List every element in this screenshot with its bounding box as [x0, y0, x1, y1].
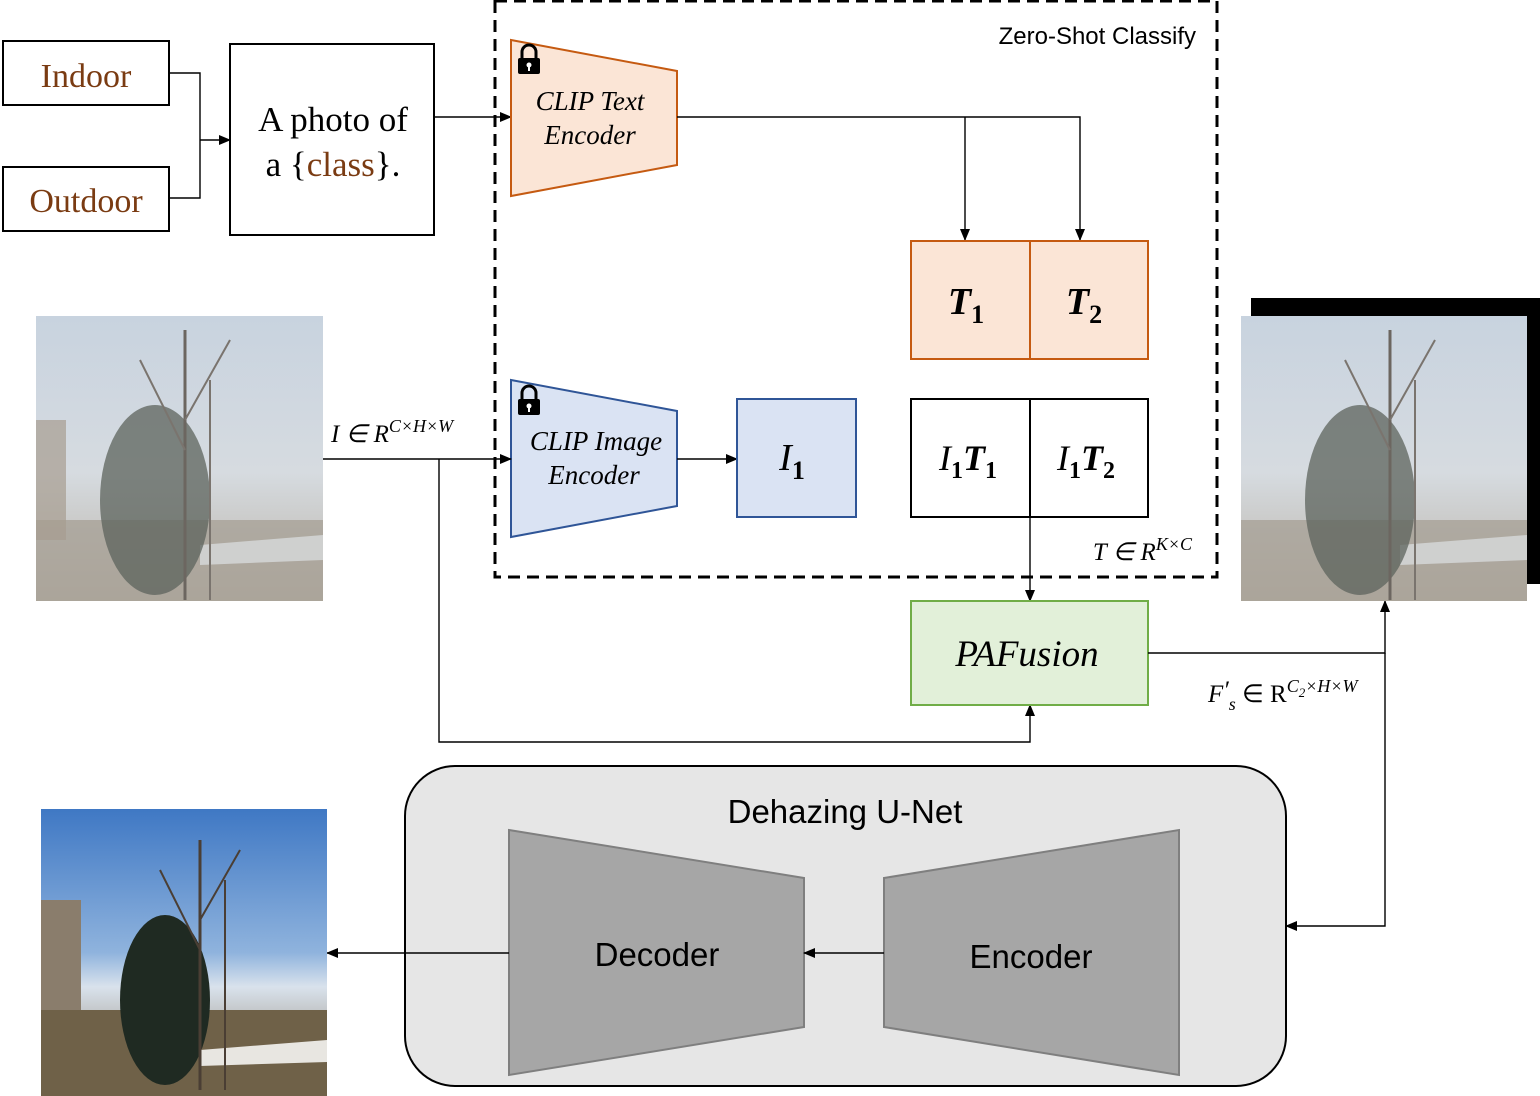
text-encoder-label-line2: Encoder: [543, 120, 636, 150]
class-box-outdoor: Outdoor: [2, 166, 170, 232]
prompt-template-box: A photo of a {class}.: [229, 43, 435, 236]
decoder-label: Decoder: [595, 936, 720, 973]
unet-title: Dehazing U-Net: [728, 793, 963, 830]
image-encoder-label-line2: Encoder: [547, 460, 640, 490]
text-feature-t1: T1: [910, 240, 1031, 360]
clip-image-encoder: CLIP Image Encoder: [510, 378, 678, 539]
class-merge-connector: [169, 72, 201, 199]
t-dimension-label: T ∈ RK×C: [1093, 534, 1193, 566]
input-dimension-label: I ∈ RC×H×W: [330, 416, 455, 448]
pafusion-label: PAFusion: [954, 634, 1098, 675]
class-label-outdoor: Outdoor: [29, 183, 143, 220]
svg-text:I1T1: I1T1: [938, 438, 997, 484]
image-feature-i1: I1: [736, 398, 857, 518]
prompt-line-2: a {class}.: [266, 145, 401, 184]
zero-shot-region: [493, 0, 1219, 579]
unet-encoder: Encoder: [883, 828, 1180, 1077]
text-encoder-label-line1: CLIP Text: [536, 86, 646, 116]
fusion-to-feature-arrow: [1148, 600, 1390, 654]
prompt-line-1: A photo of: [258, 100, 408, 139]
input-to-fusion-arrow: [438, 459, 1035, 743]
prompt-class-placeholder: class: [307, 145, 375, 184]
hazy-input-image: [36, 316, 323, 601]
pafusion-block: PAFusion: [910, 600, 1149, 706]
text-encoder-to-t2-arrow: [677, 116, 1085, 241]
svg-text:T2: T2: [1066, 281, 1102, 329]
image-encoder-label-line1: CLIP Image: [530, 426, 662, 456]
similarity-i1t2: I1T2: [1029, 398, 1149, 518]
text-feature-t2: T2: [1029, 240, 1149, 360]
dehazing-unet: Dehazing U-Net Decoder Encoder: [404, 765, 1287, 1087]
feature-map-image: [1241, 298, 1540, 601]
svg-text:T1: T1: [948, 281, 984, 329]
dehazed-output-image: [41, 809, 327, 1096]
similarity-i1t1: I1T1: [910, 398, 1031, 518]
class-label-indoor: Indoor: [41, 58, 132, 95]
svg-text:I1T2: I1T2: [1056, 438, 1115, 484]
clip-text-encoder: CLIP Text Encoder: [510, 38, 678, 198]
feature-to-unet-arrow: [1285, 653, 1386, 931]
zero-shot-label: Zero-Shot Classify: [999, 23, 1196, 50]
class-box-indoor: Indoor: [2, 40, 170, 106]
feature-dimension-label: F′s ∈ RC2×H×W: [1207, 676, 1360, 714]
svg-text:I1: I1: [778, 437, 805, 485]
encoder-label: Encoder: [970, 938, 1093, 975]
unet-decoder: Decoder: [508, 828, 805, 1077]
